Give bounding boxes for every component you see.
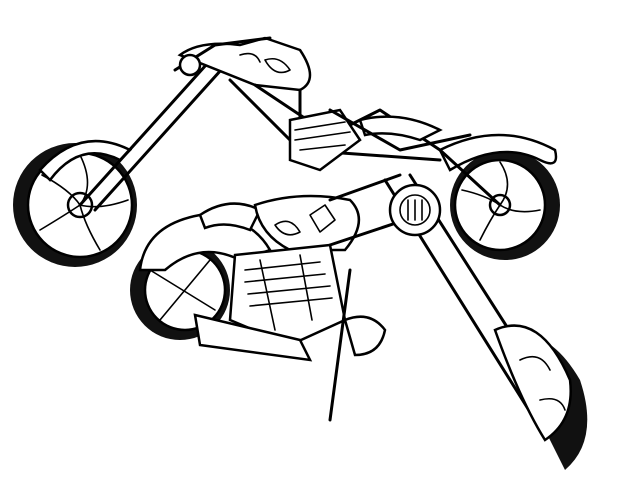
handlebar — [328, 108, 472, 152]
rear-fender — [438, 133, 558, 172]
seat — [358, 115, 443, 142]
front-motorcycle — [130, 108, 588, 470]
seat — [198, 202, 262, 232]
rear-motorcycle — [13, 36, 560, 267]
fuel-tank — [253, 194, 360, 252]
front-fork — [78, 53, 232, 212]
front-fender — [493, 324, 572, 442]
headlight — [178, 53, 202, 77]
exhaust-pipe — [193, 313, 313, 362]
air-cleaner — [343, 315, 387, 357]
rear-motorcycle-rear-wheel — [450, 150, 560, 260]
v-twin-engine — [228, 243, 347, 347]
fuel-tank — [177, 36, 312, 92]
front-motorcycle-front-wheel — [493, 324, 588, 470]
